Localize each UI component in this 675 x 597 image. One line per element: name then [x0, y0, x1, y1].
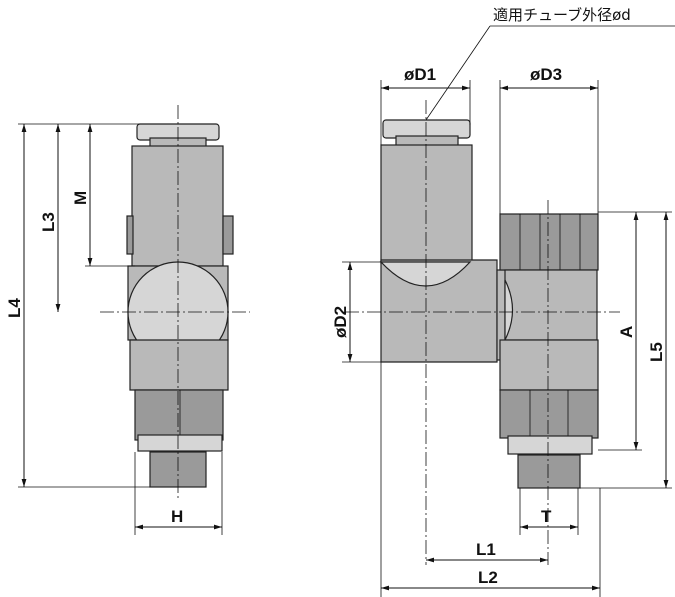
- elbow-column: [131, 145, 224, 267]
- dim-D1: øD1: [404, 65, 436, 84]
- tube-release-button: [382, 119, 471, 139]
- elbow-body: [380, 259, 498, 363]
- dim-A: A: [617, 326, 636, 338]
- dim-L2: L2: [478, 568, 498, 587]
- dim-M: M: [71, 191, 90, 205]
- left-dimensions: L4 L3 M H: [5, 123, 223, 535]
- dim-L1: L1: [476, 540, 496, 559]
- dim-L3: L3: [39, 212, 58, 232]
- elbow-column: [380, 144, 473, 264]
- dim-L5: L5: [647, 342, 666, 362]
- thread: [517, 454, 581, 489]
- dim-H: H: [171, 507, 183, 526]
- dim-T: T: [541, 507, 552, 526]
- tube-od-note: 適用チューブ外径ød: [493, 6, 631, 24]
- dim-D3: øD3: [530, 65, 562, 84]
- front-view-right: [345, 100, 620, 565]
- right-dimensions: øD1 øD3 適用チューブ外径ød øD2 A L5 T L1 L2: [331, 6, 675, 597]
- side-view-left: [100, 105, 250, 500]
- hex-nut: [499, 389, 599, 439]
- dim-D2: øD2: [331, 306, 350, 338]
- speed-control-knob: [499, 213, 599, 271]
- hex-nut: [134, 389, 224, 441]
- dim-L4: L4: [5, 298, 24, 318]
